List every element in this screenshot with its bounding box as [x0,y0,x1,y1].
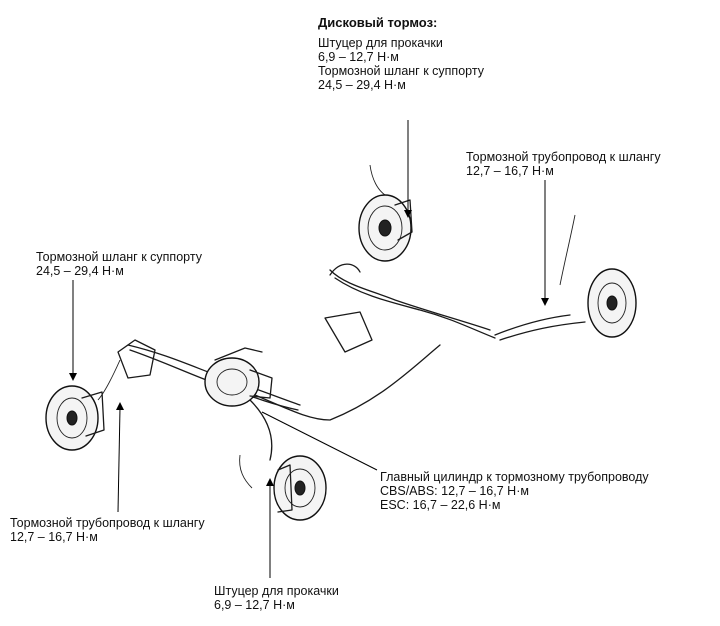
master-cylinder-booster [204,347,273,407]
disc-brake-label-group: Дисковый тормоз: Штуцер для прокачки 6,9… [318,15,484,93]
brake-lines [97,164,586,489]
rear-right-disc [587,268,637,338]
front-left-disc [45,385,105,451]
leader-lines [69,120,549,578]
bottom-bleeder-title: Штуцер для прокачки [214,584,339,598]
front-bottom-disc [273,455,327,521]
rear-line-to-hose-title: Тормозной трубопровод к шлангу [466,150,661,164]
left-knuckle [117,339,156,379]
front-hose-caliper-torque: 24,5 – 29,4 Н·м [318,78,406,92]
master-cylinder-title: Главный цилиндр к тормозному трубопровод… [380,470,649,484]
front-hose-caliper-title: Тормозной шланг к суппорту [318,64,484,78]
left-line-to-hose-torque: 12,7 – 16,7 Н·м [10,530,98,544]
bottom-bleeder-torque: 6,9 – 12,7 Н·м [214,598,295,612]
master-cylinder-label: Главный цилиндр к тормозному трубопровод… [380,470,649,512]
front-bleeder-torque: 6,9 – 12,7 Н·м [318,50,399,64]
front-right-disc [358,194,413,262]
rear-axle-assembly [324,263,373,353]
front-bleeder-title: Штуцер для прокачки [318,36,443,50]
rear-line-to-hose-torque: 12,7 – 16,7 Н·м [466,164,554,178]
left-line-to-hose-label: Тормозной трубопровод к шлангу 12,7 – 16… [10,516,205,544]
master-cylinder-esc: ESC: 16,7 – 22,6 Н·м [380,498,501,512]
left-hose-caliper-label: Тормозной шланг к суппорту 24,5 – 29,4 Н… [36,250,202,278]
disc-brake-heading: Дисковый тормоз: [318,15,438,30]
left-line-to-hose-title: Тормозной трубопровод к шлангу [10,516,205,530]
rear-line-to-hose-label: Тормозной трубопровод к шлангу 12,7 – 16… [466,150,661,178]
master-cylinder-cbs-abs: CBS/ABS: 12,7 – 16,7 Н·м [380,484,529,498]
bottom-bleeder-label: Штуцер для прокачки 6,9 – 12,7 Н·м [214,584,339,612]
left-hose-caliper-torque: 24,5 – 29,4 Н·м [36,264,124,278]
left-hose-caliper-title: Тормозной шланг к суппорту [36,250,202,264]
